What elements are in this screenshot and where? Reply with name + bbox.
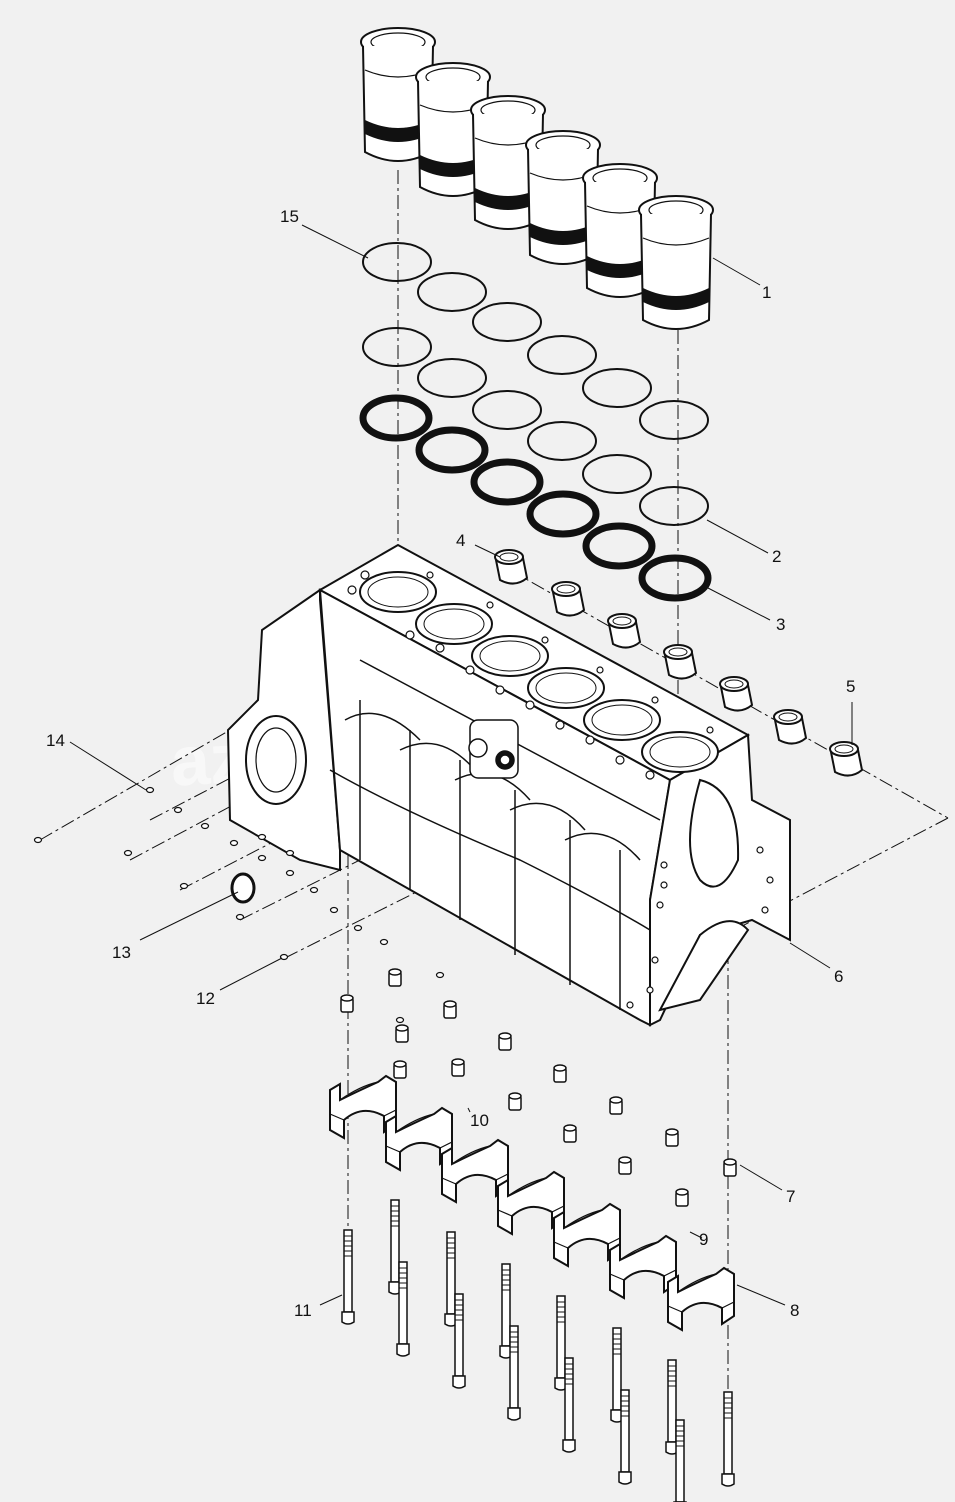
cylinder-liners xyxy=(360,27,714,330)
callout-15: 15 xyxy=(280,207,299,226)
callout-7: 7 xyxy=(786,1187,795,1206)
callout-11: 11 xyxy=(294,1301,312,1320)
callout-9: 9 xyxy=(699,1230,708,1249)
leader-lines xyxy=(69,224,853,1306)
plug xyxy=(230,872,256,904)
callout-5: 5 xyxy=(846,677,855,696)
callout-12: 12 xyxy=(196,989,215,1008)
callout-labels: 1 2 3 4 5 6 7 8 9 10 11 12 13 14 15 xyxy=(46,207,855,1320)
callout-8: 8 xyxy=(790,1301,799,1320)
callout-3: 3 xyxy=(776,615,785,634)
callout-4: 4 xyxy=(456,531,465,550)
crankcase-block xyxy=(226,543,791,1027)
callout-14: 14 xyxy=(46,731,65,750)
callout-10: 10 xyxy=(470,1111,489,1130)
callout-13: 13 xyxy=(112,943,131,962)
callout-2: 2 xyxy=(772,547,781,566)
callout-1: 1 xyxy=(762,283,771,302)
callout-6: 6 xyxy=(834,967,843,986)
